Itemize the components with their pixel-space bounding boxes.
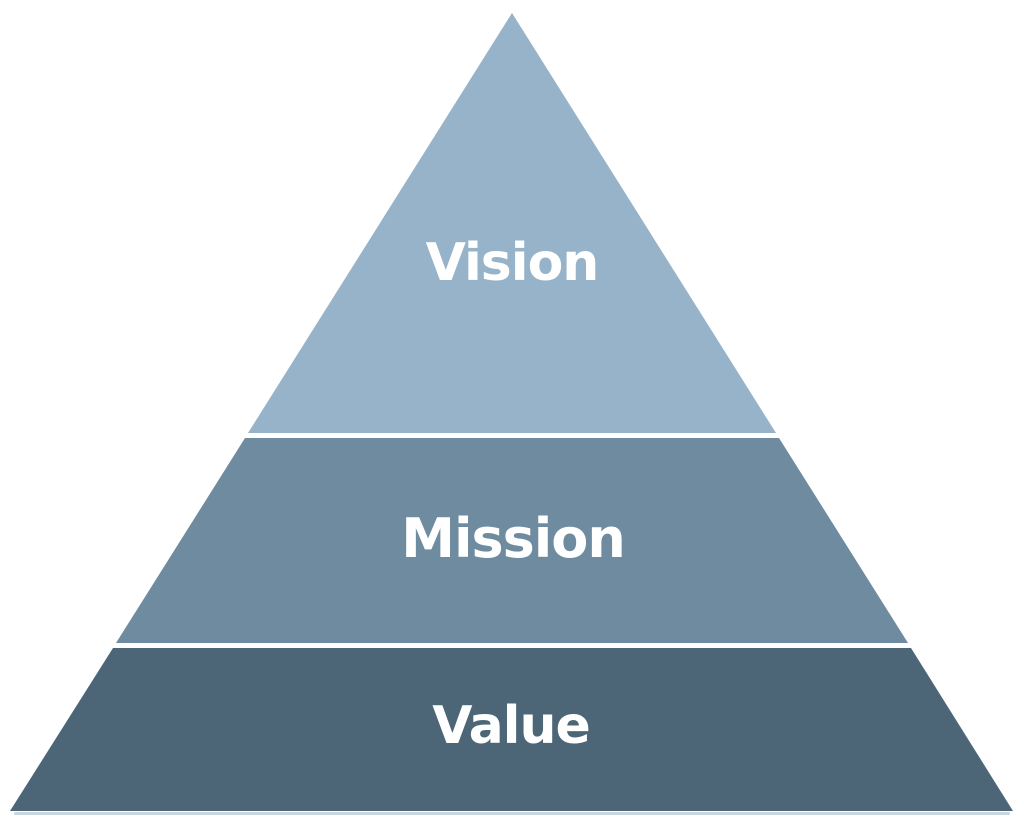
tier-label-vision: Vision: [426, 233, 599, 293]
pyramid-base-shadow: [14, 812, 1010, 815]
tier-vision-shape: [248, 13, 776, 433]
tier-value-shape: [10, 648, 1013, 811]
tier-label-mission: Mission: [401, 507, 625, 570]
tier-label-value: Value: [432, 696, 590, 756]
tier-mission-shape: [116, 438, 908, 643]
